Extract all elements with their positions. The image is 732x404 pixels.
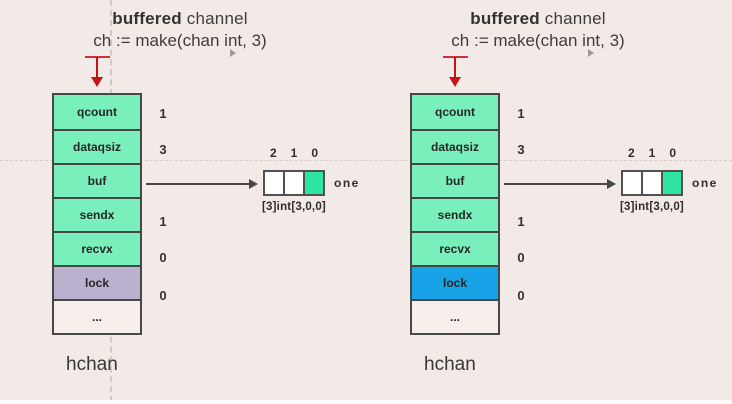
sendx-value: 1 <box>159 214 167 229</box>
title-bold-text: buffered <box>470 9 540 28</box>
diagram-title: buffered channel <box>358 9 718 29</box>
recvx-value: 0 <box>159 250 167 265</box>
buffer-index-0: 0 <box>669 146 677 160</box>
struct-field-qcount: qcount <box>412 95 498 129</box>
channel-diagram-left: buffered channel ch := make(chan int, 3)… <box>0 9 360 375</box>
bottom-edge-strip <box>0 400 732 404</box>
red-down-arrow-icon <box>454 57 456 78</box>
buffer-slot-0-filled <box>661 170 683 196</box>
buf-pointer-arrow <box>504 183 608 185</box>
cursor-triangle-icon <box>230 49 236 57</box>
lock-value: 0 <box>517 288 525 303</box>
horizontal-guide-line <box>0 160 732 161</box>
buffer-index-labels: 2 1 0 <box>263 146 325 160</box>
buffer-slot-2 <box>263 170 285 196</box>
buffer-index-2: 2 <box>269 146 277 160</box>
diagram-title: buffered channel <box>0 9 360 29</box>
struct-field-sendx: sendx <box>54 197 140 231</box>
red-down-arrow-icon <box>96 57 98 78</box>
buffer-value-label: one <box>692 176 718 190</box>
hchan-label: hchan <box>424 354 476 375</box>
struct-field-recvx: recvx <box>412 231 498 265</box>
ring-buffer-cells <box>621 170 683 196</box>
dataqsiz-value: 3 <box>517 142 525 157</box>
struct-field-qcount: qcount <box>54 95 140 129</box>
buffer-slot-2 <box>621 170 643 196</box>
struct-field-lock-highlighted: lock <box>412 265 498 299</box>
lock-value: 0 <box>159 288 167 303</box>
title-bold-text: buffered <box>112 9 182 28</box>
buf-pointer-arrow <box>146 183 250 185</box>
buffer-type-label: [3]int[3,0,0] <box>262 201 326 213</box>
buffer-value-label: one <box>334 176 360 190</box>
struct-field-recvx: recvx <box>54 231 140 265</box>
struct-field-ellipsis: ... <box>54 299 140 333</box>
buffer-index-2: 2 <box>627 146 635 160</box>
recvx-value: 0 <box>517 250 525 265</box>
buffer-type-label: [3]int[3,0,0] <box>620 201 684 213</box>
hchan-struct-stack: qcount dataqsiz buf sendx recvx lock ... <box>52 93 142 335</box>
struct-field-lock: lock <box>54 265 140 299</box>
buf-pointer-arrowhead-icon <box>249 179 258 189</box>
hchan-struct-stack: qcount dataqsiz buf sendx recvx lock ... <box>410 93 500 335</box>
buffer-slot-1 <box>283 170 305 196</box>
code-snippet: ch := make(chan int, 3) <box>451 31 625 50</box>
struct-field-ellipsis: ... <box>412 299 498 333</box>
hchan-label: hchan <box>66 354 118 375</box>
buffer-slot-0-filled <box>303 170 325 196</box>
struct-field-buf: buf <box>54 163 140 197</box>
struct-field-dataqsiz: dataqsiz <box>54 129 140 163</box>
qcount-value: 1 <box>159 106 167 121</box>
red-down-arrow-icon <box>91 77 103 87</box>
buffer-slot-1 <box>641 170 663 196</box>
buffer-index-1: 1 <box>290 146 298 160</box>
buffer-index-0: 0 <box>311 146 319 160</box>
sendx-value: 1 <box>517 214 525 229</box>
dataqsiz-value: 3 <box>159 142 167 157</box>
cursor-triangle-icon <box>588 49 594 57</box>
title-regular-text: channel <box>539 9 606 28</box>
ring-buffer-cells <box>263 170 325 196</box>
buffer-index-1: 1 <box>648 146 656 160</box>
struct-field-buf: buf <box>412 163 498 197</box>
qcount-value: 1 <box>517 106 525 121</box>
title-regular-text: channel <box>181 9 248 28</box>
struct-field-sendx: sendx <box>412 197 498 231</box>
struct-field-dataqsiz: dataqsiz <box>412 129 498 163</box>
red-down-arrow-icon <box>449 77 461 87</box>
buffer-index-labels: 2 1 0 <box>621 146 683 160</box>
code-snippet: ch := make(chan int, 3) <box>93 31 267 50</box>
channel-diagram-right: buffered channel ch := make(chan int, 3)… <box>358 0 732 404</box>
buf-pointer-arrowhead-icon <box>607 179 616 189</box>
